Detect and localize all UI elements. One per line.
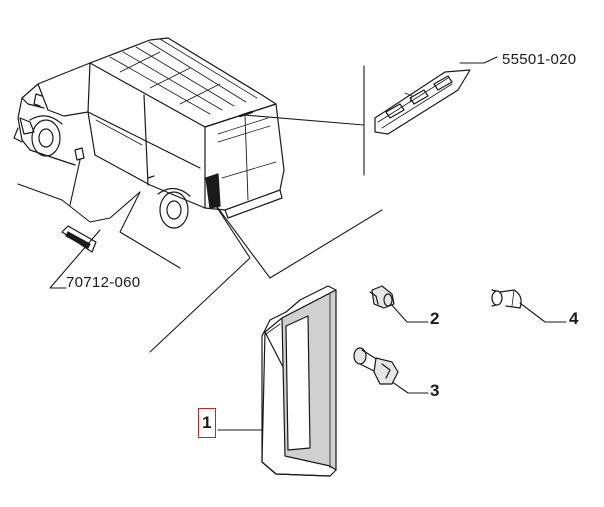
bulb-holder-part	[353, 347, 399, 385]
callout-3: 3	[430, 381, 440, 400]
bulb-part	[491, 289, 522, 309]
rear-light-panel-part	[261, 285, 337, 477]
part-number-70712-060: 70712-060	[66, 274, 141, 291]
high-stop-light-part	[374, 69, 471, 135]
callout-4: 4	[569, 309, 579, 328]
reflector-part	[61, 225, 97, 253]
van-illustration	[13, 37, 285, 229]
callout-1-highlighted[interactable]: 1	[198, 408, 216, 438]
leader-lines	[17, 56, 567, 431]
callout-2: 2	[430, 309, 440, 328]
bulb-socket-part	[369, 285, 395, 309]
part-number-55501-020: 55501-020	[502, 51, 577, 68]
